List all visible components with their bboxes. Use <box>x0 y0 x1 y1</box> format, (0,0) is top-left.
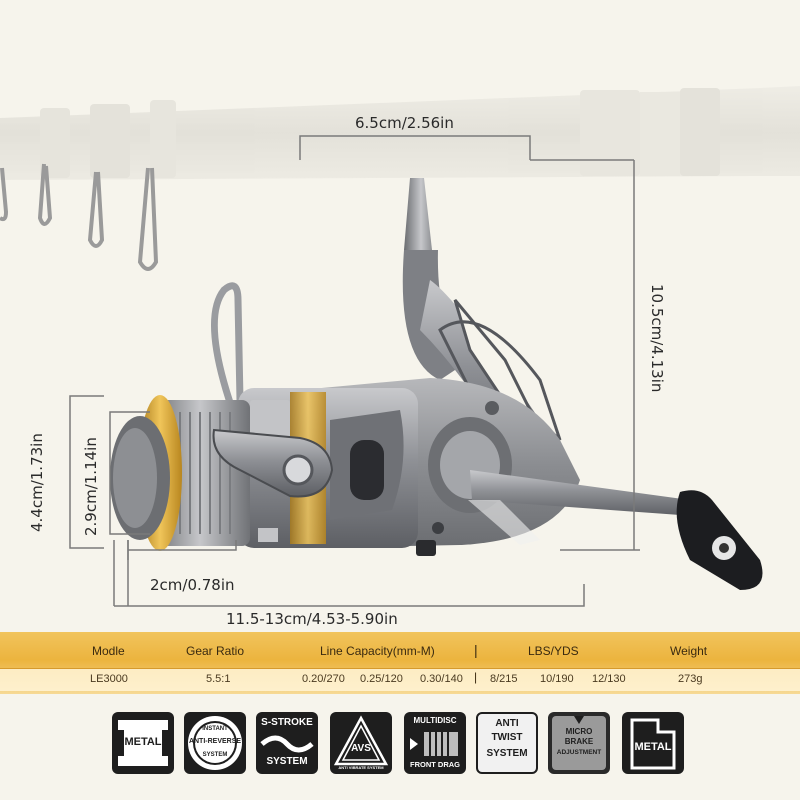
bail-wire <box>210 282 244 422</box>
dimension-top-width-label: 6.5cm/2.56in <box>355 114 454 132</box>
feature-metal-label: METAL <box>124 736 162 748</box>
value-gear-ratio: 5.5:1 <box>206 673 231 685</box>
micro-brake-icon: MICRO BRAKE ADJUSTMENT <box>548 712 610 774</box>
spec-value-row: LE3000 5.5:1 0.20/270 0.25/120 0.30/140 … <box>0 668 800 691</box>
multidisc-drag-icon: MULTIDISC FRONT DRAG <box>404 712 466 774</box>
dimension-spool-outer-label: 4.4cm/1.73in <box>28 433 46 532</box>
rod <box>0 86 800 180</box>
header-gear-ratio: Gear Ratio <box>186 644 245 658</box>
value-line-mm-3: 0.30/140 <box>420 673 463 685</box>
value-line-mm-2: 0.25/120 <box>360 673 403 685</box>
feature-instant-line1: INSTANT <box>202 726 228 732</box>
spool <box>110 395 250 551</box>
feature-anti-twist-line2: TWIST <box>491 732 523 743</box>
feature-icons: METAL INSTANT ANTI-REVERSE SYSTEM S-STRO… <box>0 706 800 796</box>
spec-header-row: Modle Gear Ratio Line Capacity(mm-M) | L… <box>0 640 800 664</box>
value-weight: 273g <box>678 673 703 685</box>
dimension-spool-inner-label: 2.9cm/1.14in <box>82 437 100 536</box>
feature-anti-twist-line3: SYSTEM <box>486 748 528 759</box>
feature-micro-line2: BRAKE <box>564 737 594 746</box>
header-line-capacity: Line Capacity(mm-M) <box>320 644 435 658</box>
value-line-mm-1: 0.20/270 <box>302 673 345 685</box>
header-lbs-yds: LBS/YDS <box>528 644 579 658</box>
header-weight: Weight <box>670 644 708 658</box>
feature-avs-sub: ANTI VIBRATE SYSTEM <box>338 765 384 770</box>
feature-metal-handle-label: METAL <box>634 741 672 753</box>
value-lbs-1: 8/215 <box>490 673 518 685</box>
value-lbs-3: 12/130 <box>592 673 626 685</box>
feature-avs-label: AVS <box>351 743 371 754</box>
value-lbs-2: 10/190 <box>540 673 574 685</box>
header-model: Modle <box>92 644 125 658</box>
feature-instant-line2: ANTI-REVERSE <box>188 738 242 745</box>
feature-multidisc-line2: FRONT DRAG <box>410 760 460 769</box>
feature-micro-line1: MICRO <box>565 727 593 736</box>
avs-icon: AVS ANTI VIBRATE SYSTEM <box>330 712 392 774</box>
product-diagram: 6.5cm/2.56in 10.5cm/4.13in 4.4cm/1.73in … <box>0 86 800 628</box>
dimension-height-label: 10.5cm/4.13in <box>648 284 666 393</box>
feature-multidisc-line1: MULTIDISC <box>413 716 457 725</box>
instant-anti-reverse-icon: INSTANT ANTI-REVERSE SYSTEM <box>184 712 246 774</box>
feature-anti-twist-line1: ANTI <box>495 718 519 729</box>
feature-instant-line3: SYSTEM <box>202 752 228 758</box>
value-model: LE3000 <box>90 673 128 685</box>
metal-handle-icon: METAL <box>622 712 684 774</box>
feature-s-stroke-line1: S-STROKE <box>261 717 313 728</box>
reel-illustration <box>0 86 800 607</box>
metal-body-icon: METAL <box>112 712 174 774</box>
dimension-lines <box>69 135 640 607</box>
feature-s-stroke-line2: SYSTEM <box>266 756 308 767</box>
spec-table: Modle Gear Ratio Line Capacity(mm-M) | L… <box>0 632 800 694</box>
header-separator: | <box>474 642 478 658</box>
rod-guides <box>0 163 159 271</box>
reel-handle <box>468 470 763 590</box>
value-separator: | <box>474 670 478 684</box>
feature-micro-line3: ADJUSTMENT <box>556 749 602 756</box>
dimension-length-label: 11.5-13cm/4.53-5.90in <box>226 610 398 628</box>
s-stroke-icon: S-STROKE SYSTEM <box>256 712 318 774</box>
anti-twist-icon: ANTI TWIST SYSTEM <box>476 712 538 774</box>
arm-screw <box>282 454 314 486</box>
dimension-spool-width-label: 2cm/0.78in <box>150 576 235 594</box>
